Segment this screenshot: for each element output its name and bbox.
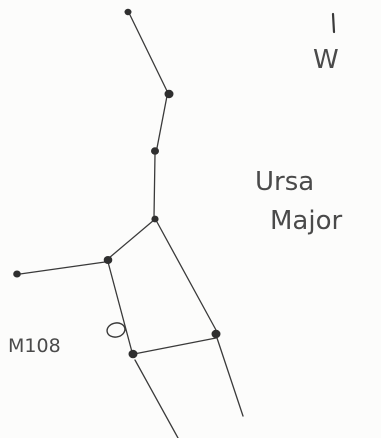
line-bowl-left (108, 262, 132, 352)
star-1 (125, 9, 132, 15)
object-label: M108 (8, 335, 61, 357)
line-bowl-right (157, 222, 216, 330)
star-4 (151, 216, 158, 223)
star-2 (165, 90, 174, 98)
line-lower-left (135, 360, 178, 438)
line-bowl-bottom (134, 338, 216, 354)
line-left-arm (20, 262, 105, 274)
line-handle-2 (157, 96, 167, 148)
line-handle-3 (154, 154, 155, 217)
stars (13, 9, 220, 359)
constellation-lines (20, 15, 243, 438)
constellation-label-line2: Major (270, 206, 342, 236)
galaxy-marker-icon (106, 321, 127, 338)
line-handle-4 (109, 220, 154, 258)
star-7 (212, 330, 221, 338)
constellation-label-line1: Ursa (255, 167, 314, 197)
line-handle-1 (130, 15, 167, 91)
star-8 (129, 350, 138, 359)
star-3 (151, 147, 159, 155)
compass-direction-label: W (313, 45, 339, 75)
star-5 (104, 256, 113, 264)
line-lower-right (217, 338, 243, 416)
direction-tick-icon (333, 14, 334, 32)
star-6 (13, 271, 21, 278)
